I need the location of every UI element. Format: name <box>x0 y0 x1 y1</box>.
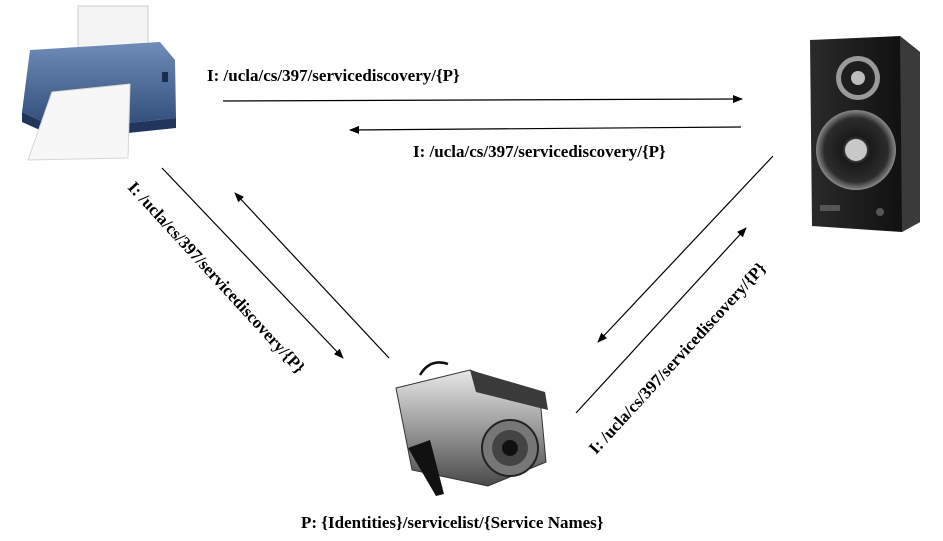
security-camera-icon <box>395 361 548 496</box>
arrow-camera-to-speaker <box>575 227 747 414</box>
speaker-icon <box>810 36 920 232</box>
label-printer-to-speaker: I: /ucla/cs/397/servicediscovery/{P} <box>207 66 460 85</box>
arrow-camera-to-printer <box>234 192 390 359</box>
arrow-printer-to-camera <box>161 167 344 359</box>
arrow-speaker-to-camera <box>597 155 774 343</box>
printer-icon <box>22 5 176 161</box>
label-speaker-to-printer: I: /ucla/cs/397/servicediscovery/{P} <box>413 142 666 161</box>
arrow-printer-to-speaker <box>222 95 743 104</box>
label-printer-to-camera: I: /ucla/cs/397/servicediscovery/{P} <box>124 178 309 377</box>
label-camera-to-speaker: I: /ucla/cs/397/servicediscovery/{P} <box>585 258 770 457</box>
label-service-list: P: {Identities}/servicelist/{Service Nam… <box>301 513 604 532</box>
arrow-speaker-to-printer <box>349 125 742 134</box>
